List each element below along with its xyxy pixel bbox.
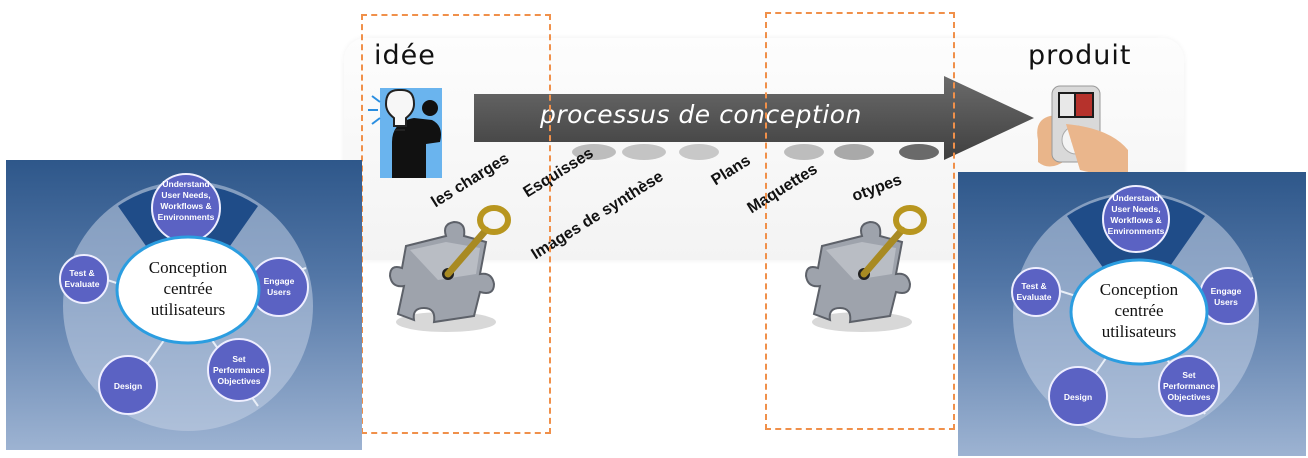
cycle-segment-test: Test &: [1021, 281, 1046, 291]
cycle-segment-understand: Workflows &: [1110, 215, 1161, 225]
puzzle-key-icon: [804, 205, 927, 332]
cycle-segment-objectives: Set: [232, 354, 245, 364]
highlight-box-left: [361, 14, 551, 434]
process-arrow: [474, 76, 1034, 160]
cycle-segment-engage: Users: [1214, 297, 1238, 307]
cycle-segment-engage: Users: [267, 287, 291, 297]
hand-mp3-player-icon: [1037, 85, 1128, 174]
cycle-segment-objectives: Performance: [213, 365, 265, 375]
cycle-segment-understand: Understand: [162, 179, 209, 189]
cycle-segment-test: Test &: [69, 268, 94, 278]
cycle-segment-test: Evaluate: [1017, 292, 1052, 302]
cycle-segment-understand: User Needs,: [1111, 204, 1160, 214]
cycle-segment-test: Evaluate: [65, 279, 100, 289]
cycle-segment-design: Design: [114, 381, 142, 391]
ucd-cycle-left: Understand User Needs, Workflows & Envir…: [6, 160, 362, 450]
cycle-segment-objectives: Objectives: [218, 376, 261, 386]
cycle-segment-understand: Environments: [158, 212, 215, 222]
cycle-segment-understand: Understand: [1112, 193, 1159, 203]
cycle-segment-understand: Workflows &: [160, 201, 211, 211]
cycle-segment-design: Design: [1064, 392, 1092, 402]
puzzle-key-icon: [388, 205, 511, 332]
start-label: idée: [374, 40, 436, 71]
thinker-idea-icon: [368, 88, 442, 178]
end-label: produit: [1028, 40, 1132, 71]
cycle-segment-objectives: Set: [1182, 370, 1195, 380]
cycle-segment-engage: Engage: [1211, 286, 1242, 296]
cycle-segment-engage: Engage: [264, 276, 295, 286]
arrow-label: processus de conception: [540, 100, 862, 129]
highlight-box-right: [765, 12, 955, 430]
cycle-segment-understand: Environments: [1108, 226, 1165, 236]
cycle-segment-understand: User Needs,: [161, 190, 210, 200]
cycle-segment-objectives: Objectives: [1168, 392, 1211, 402]
cycle-segment-objectives: Performance: [1163, 381, 1215, 391]
ucd-cycle-right: Understand User Needs, Workflows & Envir…: [958, 172, 1306, 456]
